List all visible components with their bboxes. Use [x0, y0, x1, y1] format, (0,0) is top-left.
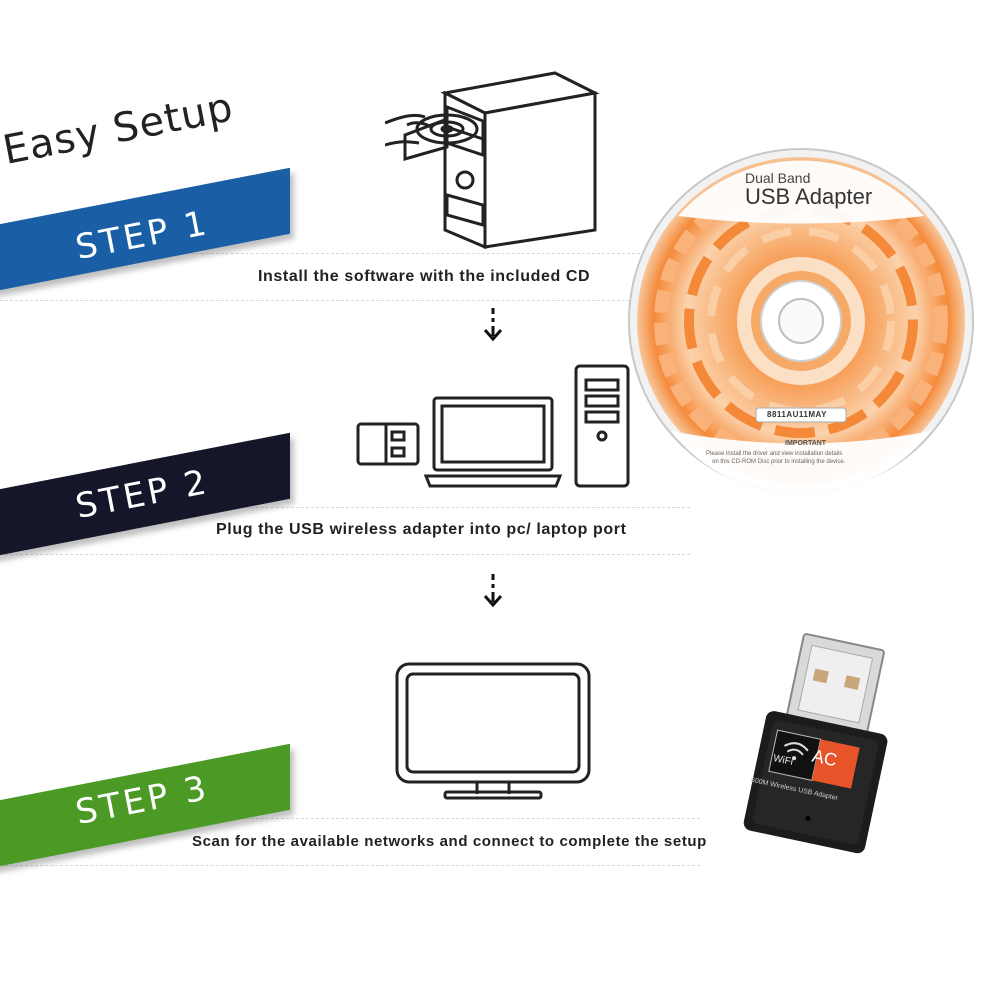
cd-code: 8811AU11MAY: [767, 410, 827, 419]
devices-icon: [350, 360, 640, 495]
arrow-down-2-icon: [480, 572, 506, 612]
step-1-caption: Install the software with the included C…: [258, 268, 591, 285]
cd-important-line1: Please install the driver and view insta…: [706, 451, 843, 457]
usb-wifi-adapter: [700, 625, 900, 855]
step-3-caption: Scan for the available networks and conn…: [192, 833, 707, 850]
cd-line1: Dual Band: [745, 170, 811, 186]
monitor-icon: [395, 662, 595, 802]
page-title: Easy Setup: [0, 84, 238, 174]
cd-important-heading: IMPORTANT: [785, 440, 827, 447]
pc-tower-cd-icon: [385, 55, 615, 255]
cd-disc: [626, 146, 976, 496]
cd-important-line2: on this CD-ROM Disc prior to installing …: [712, 459, 846, 465]
cd-line2: USB Adapter: [745, 184, 873, 209]
step-2-caption: Plug the USB wireless adapter into pc/ l…: [216, 521, 627, 538]
arrow-down-1-icon: [480, 306, 506, 346]
